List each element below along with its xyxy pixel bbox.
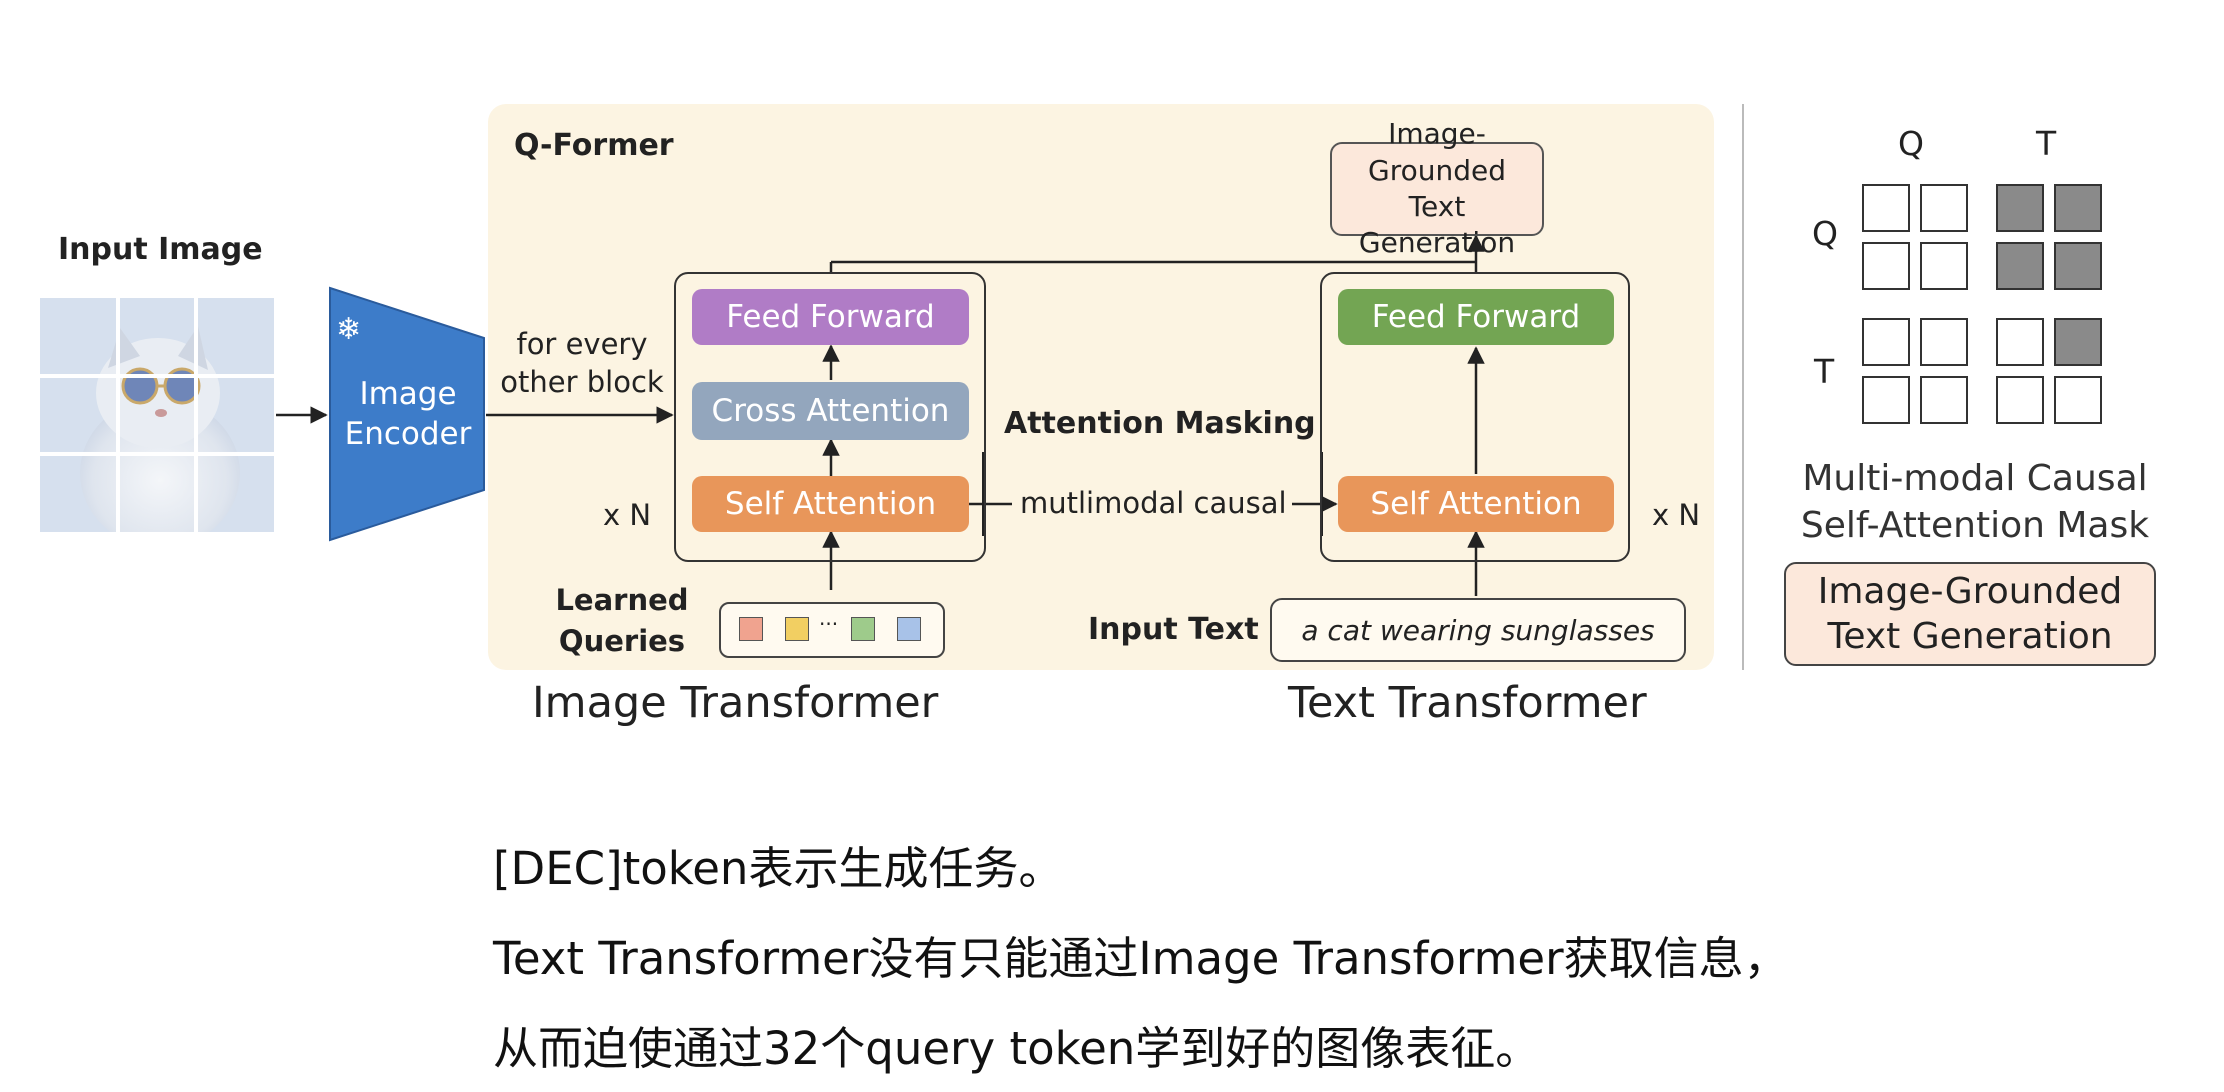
mask-cell-t2-q2	[1920, 376, 1968, 424]
mask-col-t: T	[2036, 124, 2057, 163]
image-feed-forward: Feed Forward	[692, 289, 969, 345]
note-line-1: [DEC]token表示生成任务。	[493, 842, 1064, 895]
mask-cell-q2-t1	[1996, 242, 2044, 290]
mask-cell-t2-q1	[1862, 376, 1910, 424]
text-transformer-block	[1320, 272, 1630, 562]
query-token-2	[785, 617, 809, 641]
mask-row-t: T	[1814, 352, 1835, 391]
output-line2: Text Generation	[1358, 190, 1516, 260]
learned-queries-line1: Learned	[555, 583, 689, 617]
input-text-label: Input Text	[1088, 612, 1259, 647]
mask-task-line1: Image-Grounded	[1817, 571, 2123, 612]
output-line1: Image-Grounded	[1368, 117, 1506, 187]
image-encoder-label: Image Encoder	[338, 374, 478, 455]
mask-cell-t1-t1	[1996, 318, 2044, 366]
text-repeat-label: x N	[1652, 498, 1701, 532]
mask-task-box: Image-Grounded Text Generation	[1784, 562, 2156, 666]
snowflake-icon: ❄	[336, 312, 362, 347]
mask-cell-t1-q1	[1862, 318, 1910, 366]
mask-cell-t1-t2	[2054, 318, 2102, 366]
text-transformer-caption: Text Transformer	[1288, 678, 1647, 728]
image-repeat-label: x N	[603, 498, 652, 532]
image-transformer-caption: Image Transformer	[532, 678, 939, 728]
note-line-2: Text Transformer没有只能通过Image Transformer获…	[493, 932, 1789, 985]
connector-label: for every other block	[494, 326, 670, 401]
mask-cell-q2-q2	[1920, 242, 1968, 290]
learned-queries-line2: Queries	[558, 623, 686, 658]
query-token-1	[739, 617, 763, 641]
connector-label-line1: for every	[516, 327, 648, 361]
mask-caption-line1: Multi-modal Causal	[1802, 458, 2148, 499]
mask-type-label: mutlimodal causal	[1016, 486, 1291, 520]
mask-col-q: Q	[1898, 124, 1924, 163]
mask-row-q: Q	[1812, 214, 1838, 253]
mask-cell-q2-t2	[2054, 242, 2102, 290]
input-image	[40, 298, 274, 548]
text-self-attention: Self Attention	[1338, 476, 1614, 532]
mask-cell-q1-t2	[2054, 184, 2102, 232]
mask-cell-q1-q1	[1862, 184, 1910, 232]
mask-cell-q2-q1	[1862, 242, 1910, 290]
query-ellipsis: ···	[819, 612, 839, 636]
input-image-label: Input Image	[58, 232, 263, 267]
cross-attention: Cross Attention	[692, 382, 969, 440]
learned-queries-box: ···	[719, 602, 945, 658]
mask-cell-t2-t2	[2054, 376, 2102, 424]
note-line-3: 从而迫使通过32个query token学到好的图像表征。	[493, 1022, 1541, 1075]
text-feed-forward: Feed Forward	[1338, 289, 1614, 345]
input-text-field: a cat wearing sunglasses	[1270, 598, 1686, 662]
mask-cell-q1-t1	[1996, 184, 2044, 232]
mask-caption-line2: Self-Attention Mask	[1800, 504, 2150, 546]
image-encoder-label-line2: Encoder	[344, 416, 472, 453]
mask-caption: Multi-modal Causal Self-Attention Mask	[1760, 456, 2190, 550]
mask-task-line2: Text Generation	[1827, 616, 2113, 657]
image-self-attention: Self Attention	[692, 476, 969, 532]
query-token-3	[851, 617, 875, 641]
mask-cell-q1-q2	[1920, 184, 1968, 232]
image-encoder	[329, 286, 485, 542]
attention-masking-label: Attention Masking	[1004, 406, 1316, 441]
query-token-4	[897, 617, 921, 641]
output-box: Image-Grounded Text Generation	[1330, 117, 1544, 259]
qformer-title: Q-Former	[514, 128, 674, 163]
mask-cell-t1-q2	[1920, 318, 1968, 366]
connector-label-line2: other block	[500, 364, 664, 399]
image-encoder-label-line1: Image	[359, 376, 457, 412]
image-transformer-block	[674, 272, 986, 562]
learned-queries-label: Learned Queries	[548, 580, 696, 661]
mask-cell-t2-t1	[1996, 376, 2044, 424]
